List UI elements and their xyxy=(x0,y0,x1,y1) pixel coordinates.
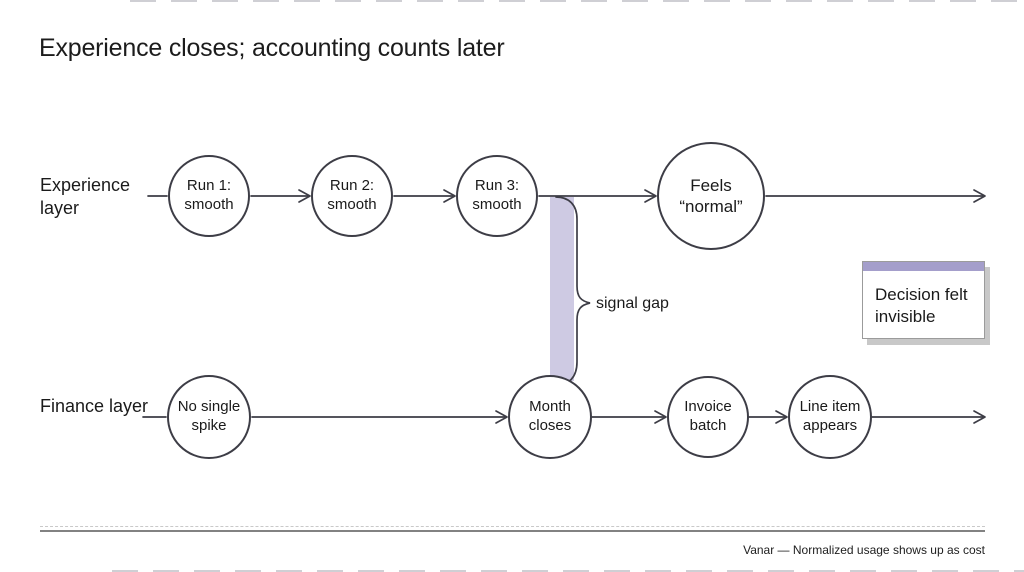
node-run-1: Run 1: smooth xyxy=(168,155,250,237)
bottom-edge-dashed-line xyxy=(112,570,1024,572)
footer-credit: Vanar — Normalized usage shows up as cos… xyxy=(743,543,985,557)
footer-dashed-rule xyxy=(40,526,985,527)
decision-note-accent-bar xyxy=(863,262,984,271)
flow-arrows xyxy=(142,189,986,424)
page-title: Experience closes; accounting counts lat… xyxy=(39,34,505,62)
signal-gap-label: signal gap xyxy=(596,295,669,312)
node-feels-normal: Feels “normal” xyxy=(657,142,765,250)
node-label: Month closes xyxy=(528,398,572,434)
decision-note-box: Decision felt invisible xyxy=(862,261,985,339)
experience-lane-label: Experience layer xyxy=(40,175,131,219)
top-edge-dashed-line xyxy=(130,0,1024,2)
node-run-3: Run 3: smooth xyxy=(456,155,538,237)
fin-arrowhead-3 xyxy=(775,410,788,424)
node-run-2: Run 2: smooth xyxy=(311,155,393,237)
node-label: Run 2: smooth xyxy=(327,177,377,213)
signal-gap-band xyxy=(550,197,574,381)
exp-arrowhead-4 xyxy=(973,189,986,203)
fin-arrowhead-4 xyxy=(973,410,986,424)
decision-note-text: Decision felt invisible xyxy=(875,285,968,327)
node-label: Run 3: smooth xyxy=(472,177,522,213)
signal-gap-brace xyxy=(555,196,591,387)
exp-arrowhead-3 xyxy=(644,189,657,203)
node-invoice-batch: Invoice batch xyxy=(667,376,749,458)
node-label: No single spike xyxy=(177,398,241,434)
node-month-closes: Month closes xyxy=(508,375,592,459)
fin-arrowhead-1 xyxy=(495,410,508,424)
finance-lane-label: Finance layer xyxy=(40,396,149,416)
exp-arrowhead-2 xyxy=(443,189,456,203)
node-line-item-appears: Line item appears xyxy=(788,375,872,459)
node-no-single-spike: No single spike xyxy=(167,375,251,459)
exp-arrowhead-1 xyxy=(298,189,311,203)
node-label: Line item appears xyxy=(799,398,861,434)
node-label: Run 1: smooth xyxy=(184,177,234,213)
node-label: Invoice batch xyxy=(684,398,732,434)
footer-solid-rule xyxy=(40,530,985,532)
node-label: Feels “normal” xyxy=(679,175,743,216)
fin-arrowhead-2 xyxy=(654,410,667,424)
